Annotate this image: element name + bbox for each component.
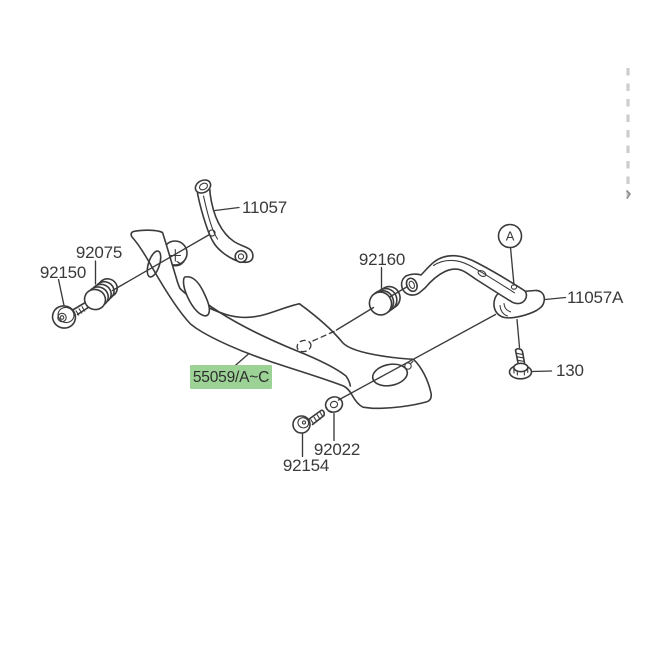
highlighted-part-hotspot[interactable]: 55059/A~C — [190, 365, 272, 389]
part-92154-screw — [292, 409, 325, 434]
shroud-inner-pocket — [182, 275, 211, 317]
cropped-edge-dashed-line — [625, 68, 631, 199]
part-130-flange-bolt — [508, 347, 533, 380]
part-label-55059[interactable]: 55059/A~C — [193, 369, 269, 386]
part-11057-bracket — [194, 179, 254, 264]
part-92022-washer — [324, 396, 344, 414]
part-label-92150: 92150 — [40, 263, 86, 282]
highlight-box[interactable] — [190, 365, 272, 389]
bracket-slot-hole — [477, 270, 487, 277]
shroud-hidden-hole — [296, 339, 312, 353]
part-92150-bolt — [51, 302, 89, 329]
part-label-92160: 92160 — [359, 250, 405, 269]
part-11057A-bracket — [400, 254, 528, 305]
part-label-11057: 11057 — [242, 198, 287, 217]
part-55059-engine-shroud — [130, 229, 433, 410]
shroud-slot-hole — [146, 250, 162, 278]
bracket-11057-mount-hole — [208, 229, 216, 237]
part-label-92075: 92075 — [76, 243, 122, 262]
part-92160-damper-plug — [368, 285, 401, 316]
part-label-130: 130 — [556, 361, 584, 380]
part-label-92022: 92022 — [314, 440, 360, 459]
detail-callout-a: A — [497, 223, 523, 249]
part-label-11057A: 11057A — [567, 288, 624, 307]
part-label-92154: 92154 — [283, 456, 329, 475]
leader-lines — [57, 206, 567, 458]
shroud-fold-line — [191, 291, 352, 387]
detail-callout-a-letter: A — [506, 229, 515, 244]
part-92075-grommet — [83, 278, 119, 311]
shroud-oval-hole — [371, 363, 409, 387]
